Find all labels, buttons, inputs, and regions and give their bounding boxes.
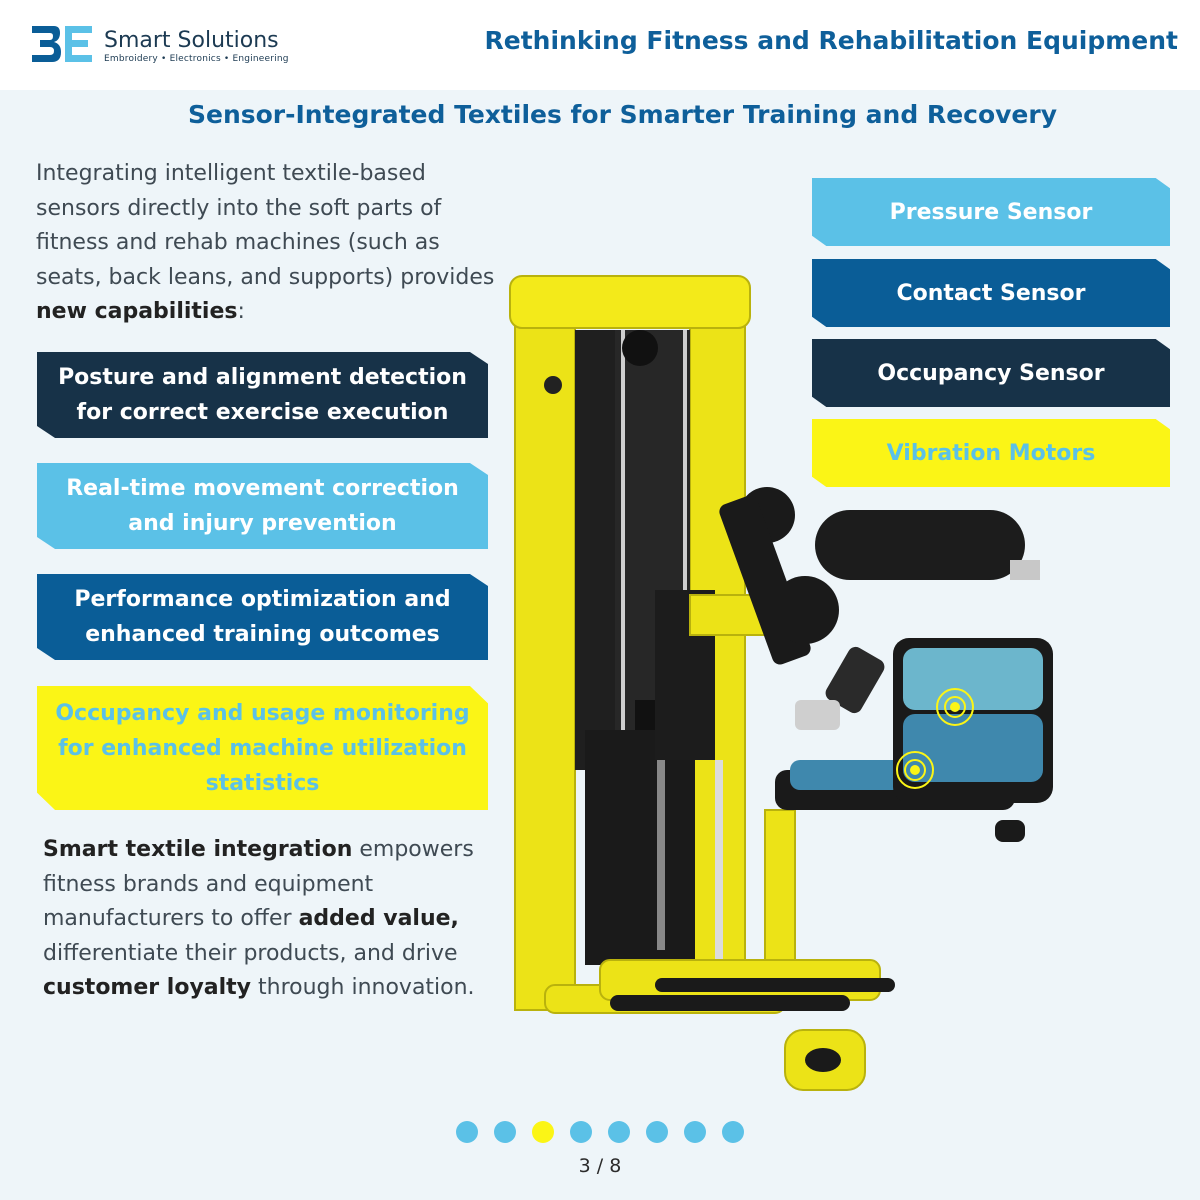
outro-text-3: through innovation. <box>251 975 475 1000</box>
fitness-machine-illustration <box>509 275 1053 1091</box>
capability-posture: Posture and alignment detection for corr… <box>37 352 488 438</box>
page-dot-3[interactable] <box>532 1121 554 1143</box>
page-dot-5[interactable] <box>608 1121 630 1143</box>
sensor-pressure: Pressure Sensor <box>812 178 1170 246</box>
outro-paragraph: Smart textile integration empowers fitne… <box>43 833 513 1006</box>
outro-bold-3: customer loyalty <box>43 975 252 1000</box>
page-dot-1[interactable] <box>456 1121 478 1143</box>
intro-text: Integrating intelligent textile-based se… <box>36 161 495 290</box>
intro-paragraph: Integrating intelligent textile-based se… <box>36 157 496 330</box>
intro-bold: new capabilities <box>36 299 238 324</box>
intro-end: : <box>237 299 245 324</box>
capability-occupancy: Occupancy and usage monitoring for enhan… <box>37 686 488 810</box>
outro-bold-1: Smart textile integration <box>43 837 353 862</box>
page-dot-4[interactable] <box>570 1121 592 1143</box>
brand-tagline: Embroidery • Electronics • Engineering <box>104 54 289 64</box>
capability-performance: Performance optimization and enhanced tr… <box>37 574 488 660</box>
page-dot-8[interactable] <box>722 1121 744 1143</box>
brand-logo-icon <box>32 26 92 62</box>
page-dot-6[interactable] <box>646 1121 668 1143</box>
header-title: Rethinking Fitness and Rehabilitation Eq… <box>484 26 1178 55</box>
header <box>0 0 1200 90</box>
outro-text-2: differentiate their products, and drive <box>43 940 458 966</box>
sensor-vibration: Vibration Motors <box>812 419 1170 487</box>
page-dot-2[interactable] <box>494 1121 516 1143</box>
outro-bold-2: added value, <box>298 906 459 931</box>
page-dot-7[interactable] <box>684 1121 706 1143</box>
capability-movement: Real-time movement correction and injury… <box>37 463 488 549</box>
page-indicator: 3 / 8 <box>578 1155 622 1177</box>
page-subtitle: Sensor-Integrated Textiles for Smarter T… <box>187 100 1058 129</box>
sensor-occupancy: Occupancy Sensor <box>812 339 1170 407</box>
outro-text-1: empowers fitness brands and equipment ma… <box>43 837 474 931</box>
brand-name: Smart Solutions <box>104 28 279 53</box>
sensor-contact: Contact Sensor <box>812 259 1170 327</box>
